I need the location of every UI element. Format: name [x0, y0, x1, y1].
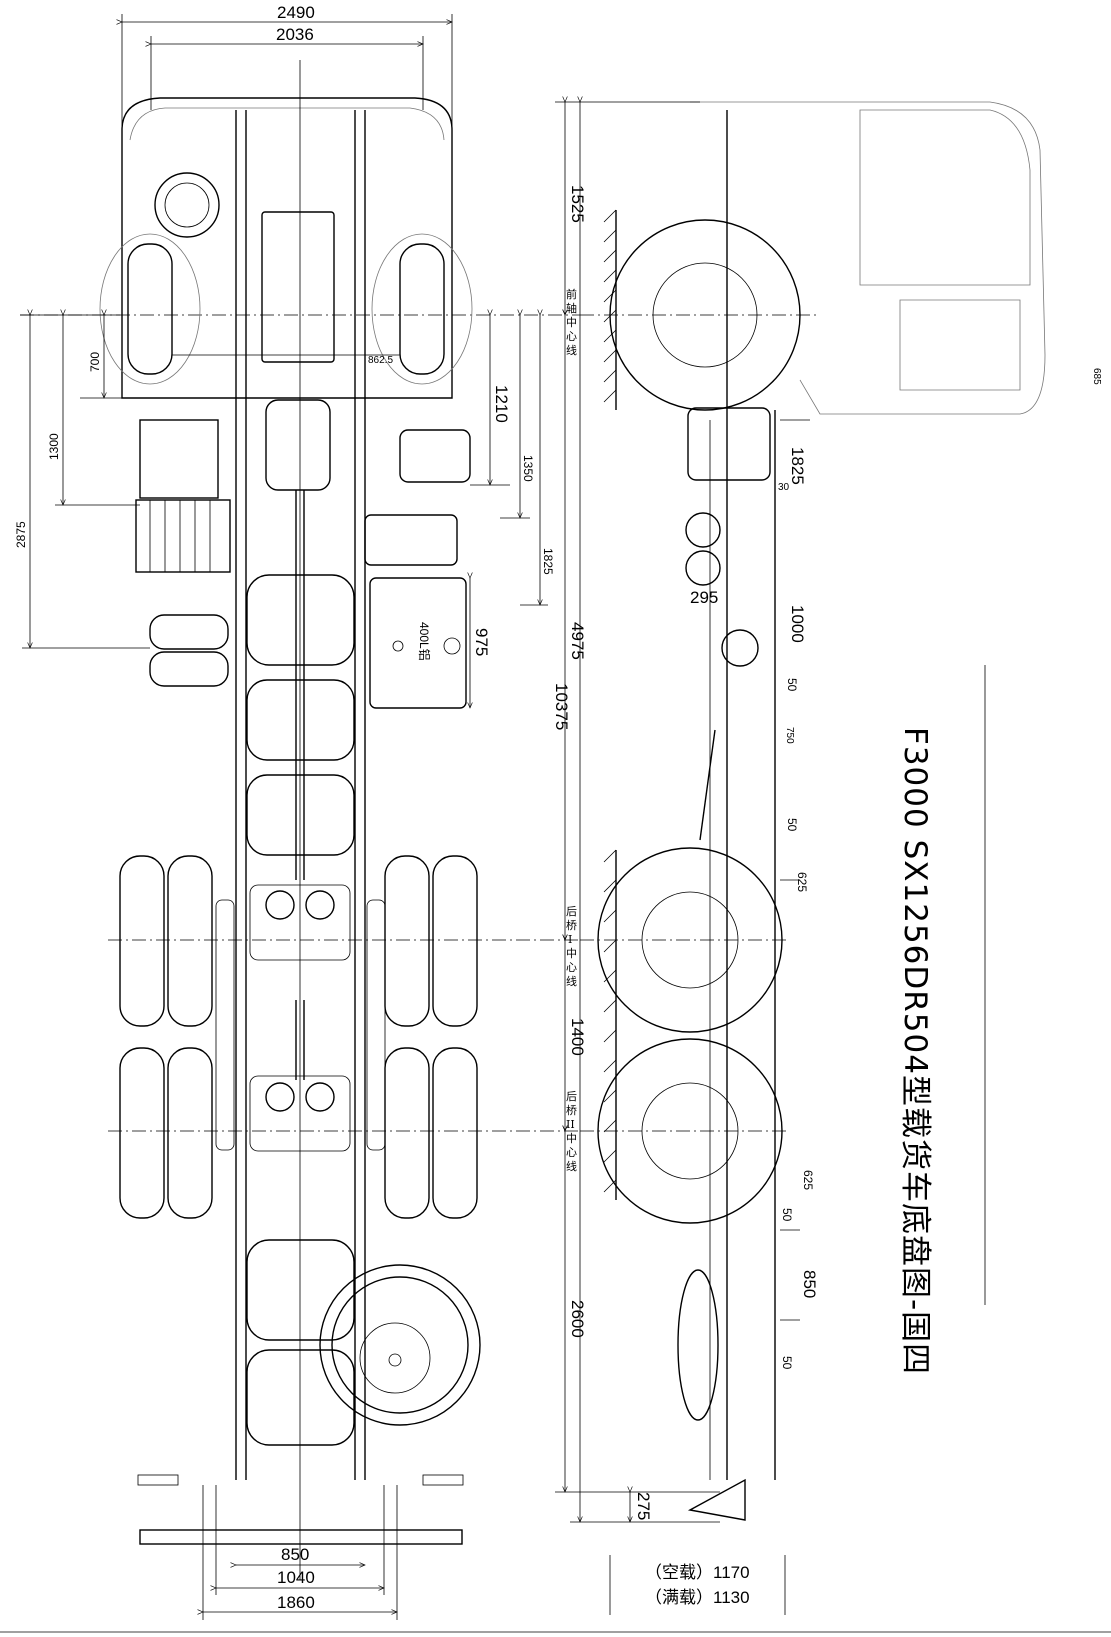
rear-axle-1-label: 后 桥 I 中 心 线	[566, 905, 577, 988]
ground-hatch-front	[603, 209, 617, 410]
dim-50-b: 50	[785, 818, 799, 832]
rear-bracket	[687, 1478, 746, 1521]
side-driveshaft	[699, 729, 716, 841]
side-spare-wheel	[677, 1269, 719, 1421]
dim-1525: 1525	[568, 185, 587, 223]
muffler	[399, 429, 471, 483]
cab-width-dimension: 2036	[151, 25, 423, 110]
svg-text:中: 中	[566, 947, 577, 960]
front-axle-label: 前 轴 中 心 线	[566, 287, 577, 357]
dim-50-a: 50	[785, 678, 799, 692]
dim-1860: 1860	[277, 1593, 315, 1612]
dim-850-side: 850	[800, 1270, 819, 1298]
dim-30: 30	[778, 482, 790, 493]
air-tank	[154, 172, 220, 238]
side-air-tank-1	[685, 512, 721, 548]
svg-text:轴: 轴	[566, 301, 577, 315]
dim-2600: 2600	[568, 1300, 587, 1338]
dim-685: 685	[1091, 368, 1102, 385]
dim-1000: 1000	[788, 605, 807, 643]
svg-text:I: I	[568, 933, 572, 946]
battery-box	[135, 419, 231, 573]
dim-10375: 10375	[552, 683, 571, 730]
side-cab-outline	[690, 101, 1046, 415]
frame-rails	[235, 60, 366, 1580]
svg-text:中: 中	[566, 1132, 577, 1145]
svg-text:心: 心	[566, 1146, 577, 1159]
dim-50-c: 50	[780, 1208, 794, 1222]
tank-capacity-label: 400L铝	[417, 622, 432, 661]
driveshaft	[295, 490, 305, 1080]
svg-text:前: 前	[566, 287, 577, 301]
left-dimensions: 700 1300 2875	[14, 315, 150, 648]
cab-outline	[121, 97, 453, 399]
svg-text:心: 心	[566, 330, 577, 343]
dim-1400: 1400	[568, 1018, 587, 1056]
dim-625-b: 625	[801, 1170, 815, 1190]
side-frame	[709, 110, 776, 1480]
air-reservoirs	[149, 614, 229, 687]
rear-springs	[215, 899, 386, 1151]
urea-tank	[364, 514, 458, 566]
dim-2490: 2490	[277, 3, 315, 22]
right-dimensions: 1210 1350 1825 975	[470, 315, 555, 708]
svg-text:心: 心	[566, 961, 577, 974]
dim-862-5: 862.5	[368, 355, 393, 366]
overall-width-dimension: 2490	[122, 3, 452, 130]
svg-text:线: 线	[566, 343, 577, 357]
dim-275: 275	[634, 1492, 653, 1520]
dim-1040: 1040	[277, 1568, 315, 1587]
ground-hatch-rear	[603, 849, 617, 1200]
dim-1210: 1210	[492, 385, 511, 423]
unloaded-height-label: （空载）1170	[645, 1563, 750, 1582]
bottom-dimensions: 850 1040 1860	[203, 1485, 397, 1620]
cross-members	[246, 211, 355, 1446]
top-view: 2490 2036	[14, 3, 580, 1620]
dim-295: 295	[690, 588, 718, 607]
differentials	[249, 884, 351, 1152]
side-air-tank-2	[685, 550, 721, 586]
svg-text:桥: 桥	[566, 1104, 577, 1117]
svg-text:桥: 桥	[566, 919, 577, 932]
rear-axle-2-tires	[119, 1047, 478, 1219]
svg-text:中: 中	[566, 316, 577, 329]
dim-1300: 1300	[47, 433, 61, 460]
dim-700: 700	[88, 352, 102, 372]
dim-2875: 2875	[14, 521, 28, 548]
dim-1350: 1350	[521, 455, 535, 482]
svg-text:线: 线	[566, 1159, 577, 1173]
rear-axle-2-label: 后 桥 II 中 心 线	[566, 1090, 577, 1173]
side-view: 1525 4975 10375 1400 2600 275 1825 30 29…	[552, 102, 1102, 1615]
dim-750: 750	[784, 727, 795, 744]
rear-axle-1-tires	[119, 855, 478, 1027]
side-length-dims: 1525 4975 10375 1400 2600 275	[552, 102, 720, 1522]
fuel-tank: 400L铝	[369, 577, 467, 709]
dim-1825-side: 1825	[788, 447, 807, 485]
drawing-title: F3000 SX1256DR504型载货车底盘图-国四	[897, 665, 986, 1375]
rear-bumper	[137, 1474, 464, 1545]
dim-975: 975	[472, 628, 491, 656]
svg-text:II: II	[566, 1118, 575, 1131]
dim-625-a: 625	[795, 872, 809, 892]
dim-4975: 4975	[568, 622, 587, 660]
spare-wheel	[319, 1264, 481, 1426]
engine-block	[687, 407, 771, 481]
title-text: F3000 SX1256DR504型载货车底盘图-国四	[897, 727, 933, 1375]
svg-text:后: 后	[566, 1090, 577, 1103]
loaded-height-label: （满载）1130	[645, 1588, 750, 1607]
svg-text:线: 线	[566, 974, 577, 988]
side-right-dims: 1825 30 295 1000 50 750 50 625 625 50 85…	[690, 368, 1102, 1370]
side-air-tank-3	[721, 629, 759, 667]
front-tires	[99, 233, 473, 385]
dim-1825-top: 1825	[541, 548, 555, 575]
dim-850-bottom: 850	[281, 1545, 309, 1564]
dim-2036: 2036	[276, 25, 314, 44]
svg-text:后: 后	[566, 905, 577, 918]
dim-50-d: 50	[780, 1356, 794, 1370]
